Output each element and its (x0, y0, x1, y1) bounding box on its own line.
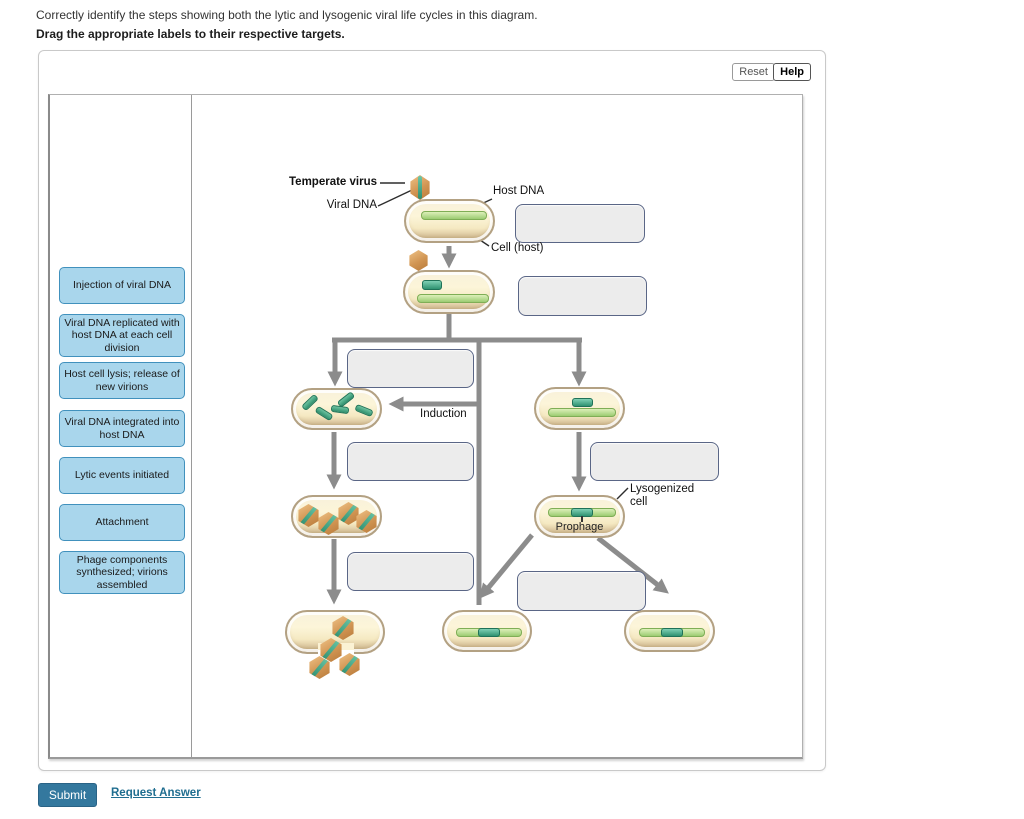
host-dna-bar (421, 211, 487, 220)
virion-icon (320, 638, 342, 662)
viral-dna-fragment (354, 403, 374, 418)
viral-dna-stripe (318, 512, 339, 535)
drag-label-phage-components[interactable]: Phage components synthesized; virions as… (59, 551, 185, 595)
host-dna-label: Host DNA (493, 185, 545, 197)
temperate-virus-label: Temperate virus (289, 176, 377, 188)
drop-target-2[interactable] (518, 276, 647, 316)
host-cell-2 (403, 270, 495, 314)
drop-target-7-lysogenic[interactable] (517, 571, 646, 611)
virion-icon (338, 502, 359, 525)
arrow-division-right (596, 536, 669, 594)
cell-host-label: Cell (host) (491, 242, 544, 254)
viral-dna-bar (422, 280, 442, 290)
viral-dna-stripe (298, 504, 319, 527)
instruction-text: Correctly identify the steps showing bot… (36, 8, 538, 22)
drop-target-3-lytic[interactable] (347, 349, 474, 388)
prophage-dna-segment (478, 628, 500, 637)
lytic-cell-assembly (291, 495, 382, 538)
drag-instruction-text: Drag the appropriate labels to their res… (36, 27, 345, 41)
lysogenized-cell-label: Lysogenized cell (630, 483, 695, 508)
drag-label-replicated[interactable]: Viral DNA replicated with host DNA at ea… (59, 314, 185, 358)
drop-target-5-lytic[interactable] (347, 442, 474, 481)
pointer-lysogenized-cell (616, 487, 629, 500)
viral-dna-fragment (330, 404, 350, 415)
prophage-pointer (581, 516, 583, 522)
prophage-label: Prophage (555, 521, 604, 533)
viral-dna-label: Viral DNA (326, 199, 377, 211)
virion-icon (339, 653, 360, 676)
lysogenized-daughter-cell-right (624, 610, 715, 652)
lytic-cell-replication (291, 388, 382, 430)
label-bank: Injection of viral DNA Viral DNA replica… (50, 95, 192, 757)
drag-label-injection[interactable]: Injection of viral DNA (59, 267, 185, 304)
lysogenic-cell-integration (534, 387, 625, 430)
drop-target-4-lysogenic[interactable] (590, 442, 719, 481)
drag-label-lysis[interactable]: Host cell lysis; release of new virions (59, 362, 185, 399)
viral-dna-stripe (356, 510, 377, 533)
diagram-canvas: Prophage Temperate virus Viral DNA Host … (192, 95, 804, 759)
prophage-dna-segment (661, 628, 683, 637)
activity-panel: Reset Help Injection of viral DNA Viral … (38, 50, 826, 771)
empty-capsid-icon (409, 250, 428, 271)
viral-dna-stripe (418, 176, 423, 199)
virion-icon (318, 512, 339, 535)
drag-label-integrated[interactable]: Viral DNA integrated into host DNA (59, 410, 185, 447)
virion-icon (356, 510, 377, 533)
virion-icon (332, 616, 354, 640)
prophage-cell: Prophage (534, 495, 625, 538)
flow-arrows-layer (326, 182, 669, 605)
viral-dna-bar (572, 398, 593, 407)
lysogenized-daughter-cell-left (442, 610, 532, 652)
drag-label-lytic-events[interactable]: Lytic events initiated (59, 457, 185, 494)
viral-dna-stripe (338, 502, 359, 525)
drop-target-6-lytic[interactable] (347, 552, 474, 591)
drag-label-attachment[interactable]: Attachment (59, 504, 185, 541)
pointer-viral-dna (377, 189, 413, 207)
host-dna-bar (548, 408, 616, 417)
drop-target-1[interactable] (515, 204, 645, 243)
help-button[interactable]: Help (773, 63, 811, 81)
virion-icon (309, 656, 330, 679)
work-area: Injection of viral DNA Viral DNA replica… (48, 94, 803, 759)
lysed-cell (285, 610, 385, 679)
submit-button[interactable]: Submit (38, 783, 97, 807)
virion-icon (298, 504, 319, 527)
induction-label: Induction (420, 408, 467, 420)
host-dna-bar (417, 294, 489, 303)
arrow-division-left (479, 533, 534, 599)
temperate-phage-icon (410, 175, 430, 200)
request-answer-link[interactable]: Request Answer (111, 787, 201, 799)
reset-button[interactable]: Reset (732, 63, 775, 81)
viral-dna-stripe (332, 616, 354, 640)
host-cell-1 (404, 199, 495, 243)
